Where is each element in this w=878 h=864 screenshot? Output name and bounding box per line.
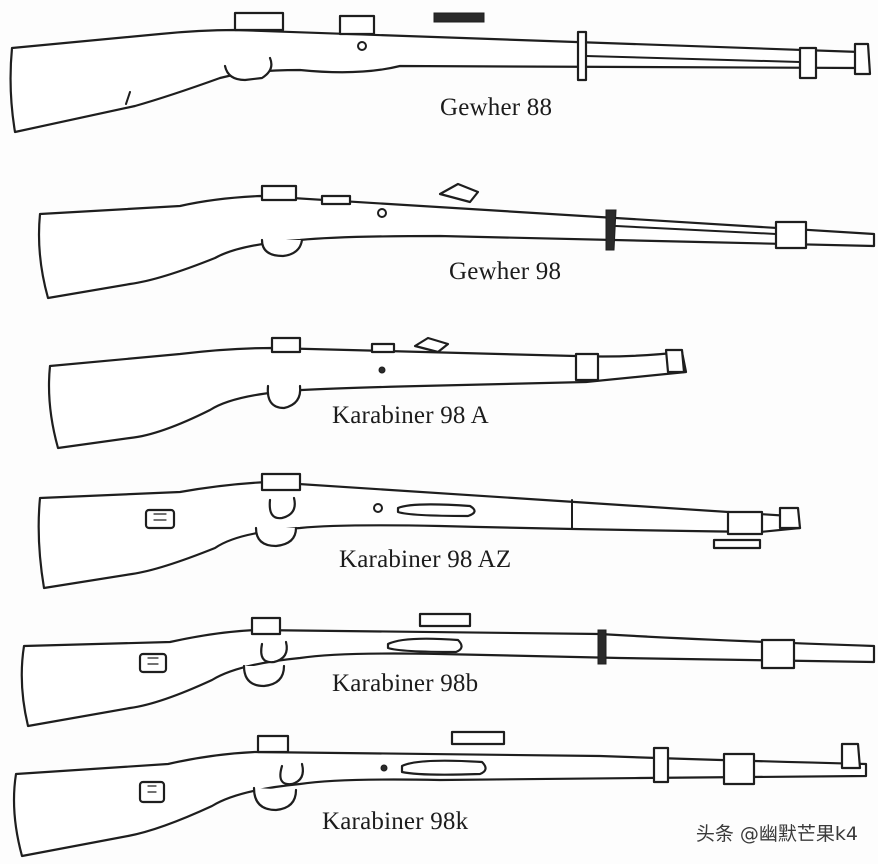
rifle-label-karabiner-98k: Karabiner 98k (322, 808, 469, 835)
watermark: 头条 @幽默芒果k4 (695, 823, 858, 845)
rifle-label-karabiner-98az: Karabiner 98 AZ (339, 546, 512, 573)
rifle-label-gewehr-98: Gewher 98 (449, 258, 562, 285)
rifle-label-karabiner-98a: Karabiner 98 A (332, 402, 489, 429)
rifle-label-gewehr-88: Gewher 88 (440, 94, 553, 121)
rifle-drawing-karabiner-98b (20, 612, 876, 728)
rifle-label-karabiner-98b: Karabiner 98b (332, 670, 479, 697)
rifle-drawing-gewehr-98 (37, 182, 876, 300)
rifle-drawing-gewehr-88 (9, 11, 872, 134)
rifle-drawing-karabiner-98a (47, 336, 688, 450)
rifle-drawing-karabiner-98k (12, 730, 868, 858)
rifle-drawing-karabiner-98az (37, 472, 802, 590)
